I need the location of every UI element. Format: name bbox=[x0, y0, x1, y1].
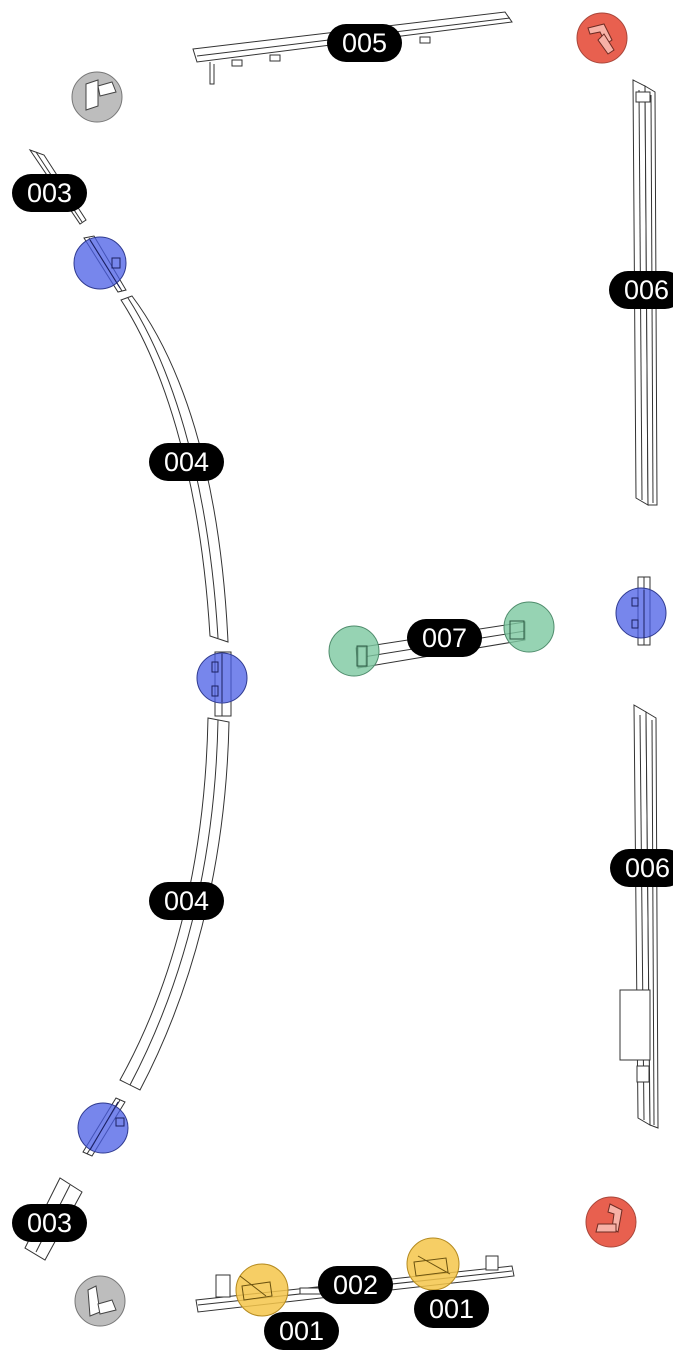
label-part-006-top[interactable]: 006 bbox=[609, 271, 673, 309]
corner-bracket-icon bbox=[87, 1285, 117, 1317]
marker-gray-top[interactable] bbox=[71, 71, 123, 123]
label-part-001-right[interactable]: 001 bbox=[414, 1290, 489, 1328]
marker-red-bottom[interactable] bbox=[585, 1196, 637, 1248]
end-cap-icon bbox=[356, 645, 368, 667]
marker-green-left[interactable] bbox=[328, 625, 380, 677]
bracket-icon bbox=[239, 1275, 273, 1301]
bracket-icon bbox=[413, 1255, 451, 1277]
label-part-003-top[interactable]: 003 bbox=[12, 174, 87, 212]
corner-joint-icon bbox=[587, 23, 615, 55]
end-cap-icon bbox=[509, 620, 525, 640]
label-part-007[interactable]: 007 bbox=[407, 619, 482, 657]
marker-blue-middle-left[interactable] bbox=[196, 652, 248, 704]
marker-blue-right[interactable] bbox=[615, 587, 667, 639]
marker-blue-upper-left[interactable] bbox=[73, 236, 127, 290]
hinge-connector-icon bbox=[89, 239, 121, 289]
label-part-004-lower[interactable]: 004 bbox=[149, 882, 224, 920]
corner-joint-icon bbox=[595, 1203, 623, 1233]
label-part-005[interactable]: 005 bbox=[327, 24, 402, 62]
marker-blue-lower-left[interactable] bbox=[77, 1101, 129, 1154]
label-part-002[interactable]: 002 bbox=[318, 1266, 393, 1304]
part-006-bottom-post bbox=[619, 704, 659, 1129]
label-part-006-bottom[interactable]: 006 bbox=[610, 849, 673, 887]
marker-yellow-right[interactable] bbox=[406, 1237, 460, 1291]
marker-green-right[interactable] bbox=[503, 601, 555, 653]
label-part-001-left[interactable]: 001 bbox=[264, 1312, 339, 1350]
hinge-connector-icon bbox=[631, 590, 645, 638]
hinge-connector-icon bbox=[211, 654, 223, 702]
hinge-connector-icon bbox=[89, 1101, 125, 1151]
label-part-003-bottom[interactable]: 003 bbox=[12, 1204, 87, 1242]
corner-bracket-icon bbox=[85, 79, 117, 111]
label-part-004-upper[interactable]: 004 bbox=[149, 443, 224, 481]
marker-red-top[interactable] bbox=[576, 12, 628, 64]
part-004-upper-panel bbox=[120, 295, 229, 643]
marker-gray-bottom[interactable] bbox=[74, 1275, 126, 1327]
marker-yellow-left[interactable] bbox=[235, 1263, 289, 1317]
